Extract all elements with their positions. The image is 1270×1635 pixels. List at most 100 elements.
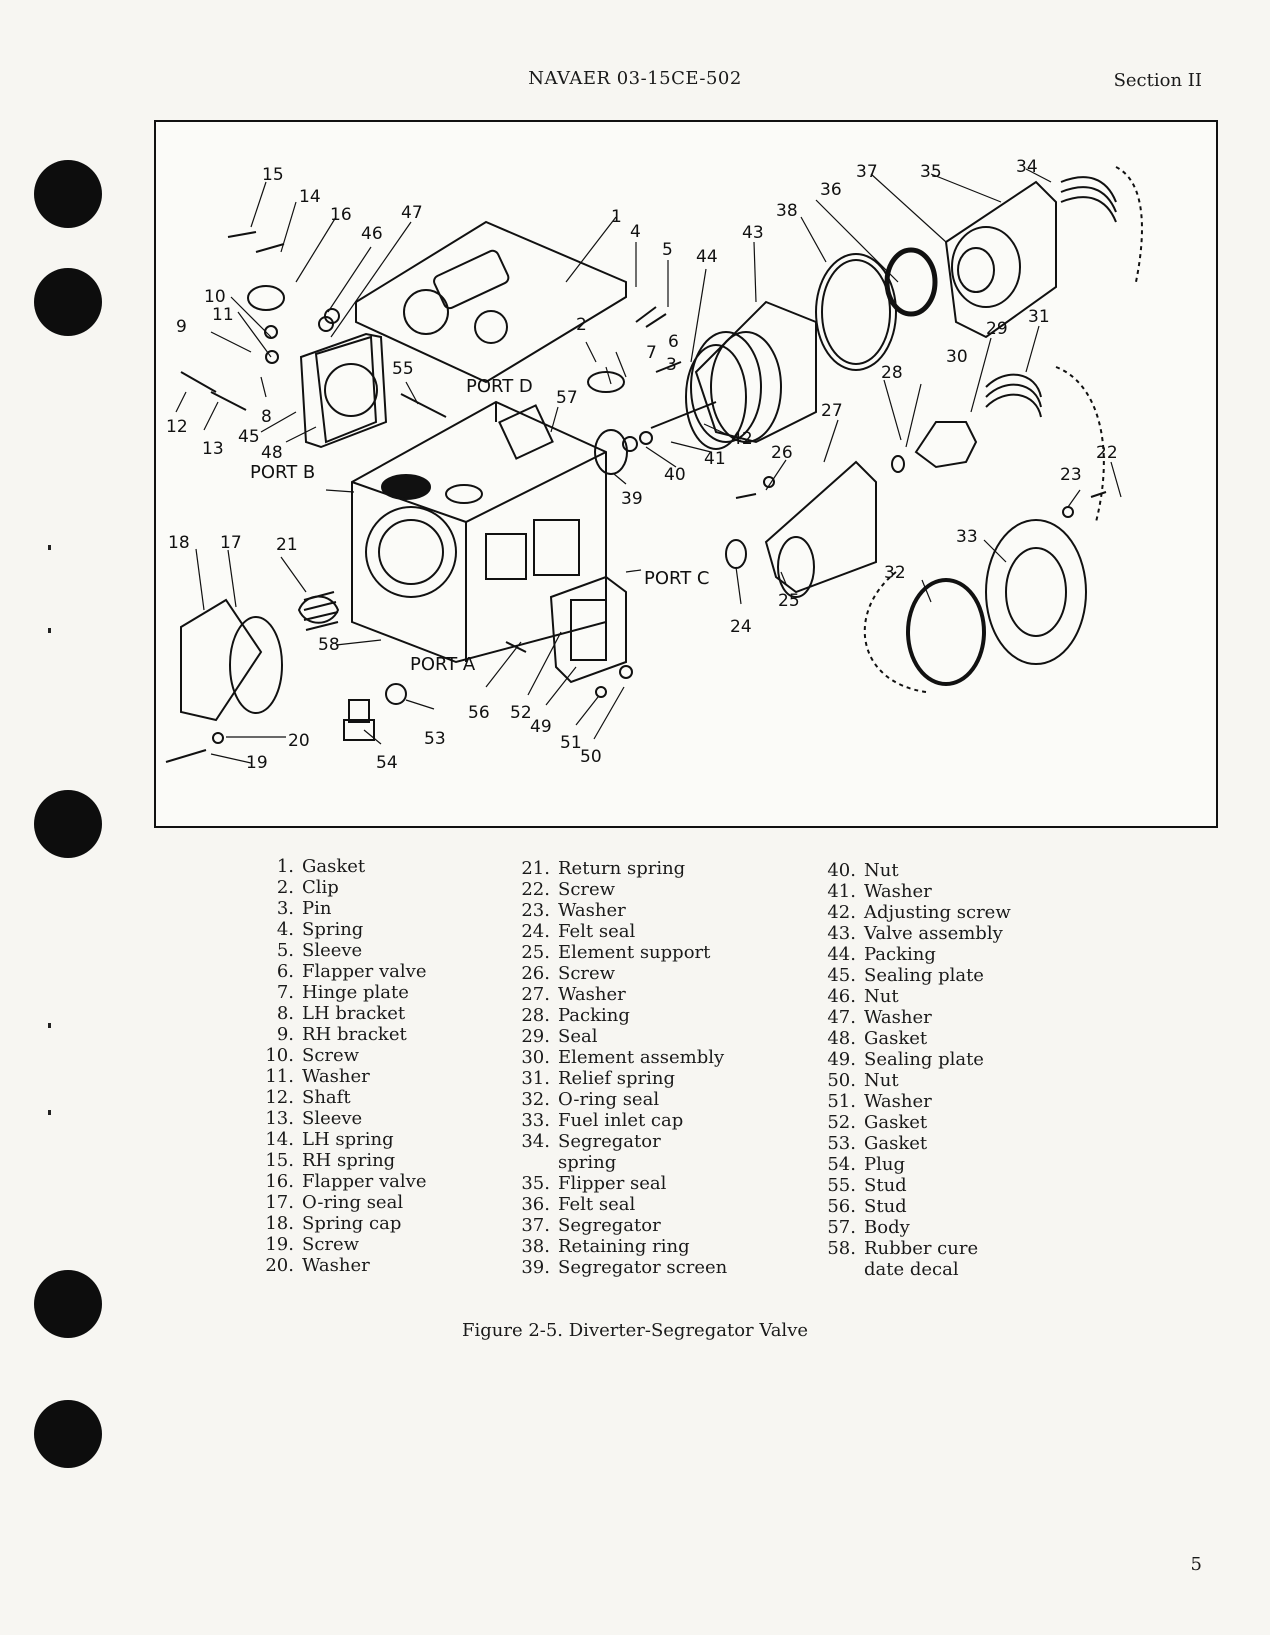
binder-hole: [34, 1400, 102, 1468]
legend-item: 35. Flipper seal: [508, 1173, 727, 1194]
item-number: 34.: [521, 1131, 550, 1152]
port-c-label: PORT C: [644, 568, 710, 589]
callout-label: 56: [468, 703, 490, 723]
item-number: 2.: [276, 877, 294, 898]
callout-label: 15: [262, 165, 284, 185]
item-number: 4.: [276, 919, 294, 940]
binder-hole: [34, 268, 102, 336]
item-name: Flipper seal: [558, 1173, 667, 1194]
item-name: Gasket: [864, 1112, 928, 1133]
callout-label: 5: [662, 240, 673, 260]
parts-legend-col2: 21.Return spring 22.Screw 23.Washer 24.F…: [508, 858, 727, 1278]
legend-item: 46.Nut: [814, 986, 1011, 1007]
callout-label: 25: [778, 591, 800, 611]
legend-item: 30. Element assembly: [508, 1047, 727, 1068]
item-name: Element assembly: [558, 1047, 725, 1068]
item-name: Fuel inlet cap: [558, 1110, 684, 1131]
item-name: Felt seal: [558, 921, 636, 942]
item-name: Washer: [558, 900, 626, 921]
callout-label: 49: [530, 717, 552, 737]
callout-label: 30: [946, 347, 968, 367]
legend-item: 8.LH bracket: [252, 1003, 426, 1024]
item-name: Gasket: [302, 856, 366, 877]
item-name: O-ring seal: [302, 1192, 404, 1213]
callout-label: 55: [392, 359, 414, 379]
legend-item: 40.Nut: [814, 860, 1011, 881]
legend-item: 28.Packing: [508, 1005, 727, 1026]
legend-item: date decal: [814, 1259, 1011, 1280]
legend-item: 45. Sealing plate: [814, 965, 1011, 986]
item-number: 47.: [827, 1007, 856, 1028]
legend-item: 25.Element support: [508, 942, 727, 963]
legend-item: 21. Return spring: [508, 858, 727, 879]
item-name: LH bracket: [302, 1003, 406, 1024]
item-name: Stud: [864, 1175, 907, 1196]
item-name: Sealing plate: [864, 1049, 984, 1070]
item-number: 42.: [827, 902, 856, 923]
item-number: 30.: [521, 1047, 550, 1068]
item-name: Plug: [864, 1154, 905, 1175]
callout-label: 37: [856, 162, 878, 182]
callout-label: 23: [1060, 465, 1082, 485]
callout-label: 7: [646, 343, 657, 363]
callout-label: 52: [510, 703, 532, 723]
legend-item: 32.O-ring seal: [508, 1089, 727, 1110]
callout-label: 32: [884, 563, 906, 583]
callout-label: 45: [238, 427, 260, 447]
item-name: Sealing plate: [864, 965, 984, 986]
legend-item: 44.Packing: [814, 944, 1011, 965]
section-label: Section II: [1113, 70, 1202, 91]
margin-mark: [48, 545, 51, 550]
callout-label: 8: [261, 407, 272, 427]
legend-item: 50.Nut: [814, 1070, 1011, 1091]
callout-label: 43: [742, 223, 764, 243]
item-number: 19.: [265, 1234, 294, 1255]
callout-label: 11: [212, 305, 234, 325]
item-name: Segregator: [558, 1215, 661, 1236]
figure-caption: Figure 2-5. Diverter-Segregator Valve: [461, 1320, 809, 1341]
legend-item: 39.Segregator screen: [508, 1257, 727, 1278]
legend-item: 14.LH spring: [252, 1129, 426, 1150]
item-name: Return spring: [558, 858, 686, 879]
item-name: Relief spring: [558, 1068, 675, 1089]
callout-label: 19: [246, 753, 268, 773]
item-number: 35.: [521, 1173, 550, 1194]
item-number: 45.: [827, 965, 856, 986]
port-a-label: PORT A: [410, 654, 476, 675]
callout-label: 26: [771, 443, 793, 463]
item-name: Body: [864, 1217, 910, 1238]
item-number: 41.: [827, 881, 856, 902]
item-number: 31.: [521, 1068, 550, 1089]
item-number: 7.: [276, 982, 294, 1003]
item-name: Segregator: [558, 1131, 661, 1152]
callout-label: 27: [821, 401, 843, 421]
item-number: 51.: [827, 1091, 856, 1112]
callout-label: 17: [220, 533, 242, 553]
item-number: 54.: [827, 1154, 856, 1175]
callout-label: 22: [1096, 443, 1118, 463]
callout-label: 2: [576, 315, 587, 335]
item-number: 57.: [827, 1217, 856, 1238]
item-number: 21.: [521, 858, 550, 879]
callout-label: 9: [176, 317, 187, 337]
callout-label: 13: [202, 439, 224, 459]
item-number: 29.: [521, 1026, 550, 1047]
callout-label: 51: [560, 733, 582, 753]
item-name: Nut: [864, 1070, 899, 1091]
legend-item: 38.Retaining ring: [508, 1236, 727, 1257]
item-number: 3.: [276, 898, 294, 919]
item-name: Packing: [864, 944, 936, 965]
item-name: Adjusting screw: [864, 902, 1011, 923]
legend-item: 54. Plug: [814, 1154, 1011, 1175]
legend-item: 29.Seal: [508, 1026, 727, 1047]
legend-item: 5.Sleeve: [252, 940, 426, 961]
item-name: Packing: [558, 1005, 630, 1026]
margin-mark: [48, 1110, 51, 1115]
legend-item: 51.Washer: [814, 1091, 1011, 1112]
item-name: Screw: [558, 963, 616, 984]
item-name: Pin: [302, 898, 332, 919]
callout-label: 21: [276, 535, 298, 555]
callout-label: 42: [731, 429, 753, 449]
item-number: 36.: [521, 1194, 550, 1215]
margin-mark: [48, 628, 51, 633]
